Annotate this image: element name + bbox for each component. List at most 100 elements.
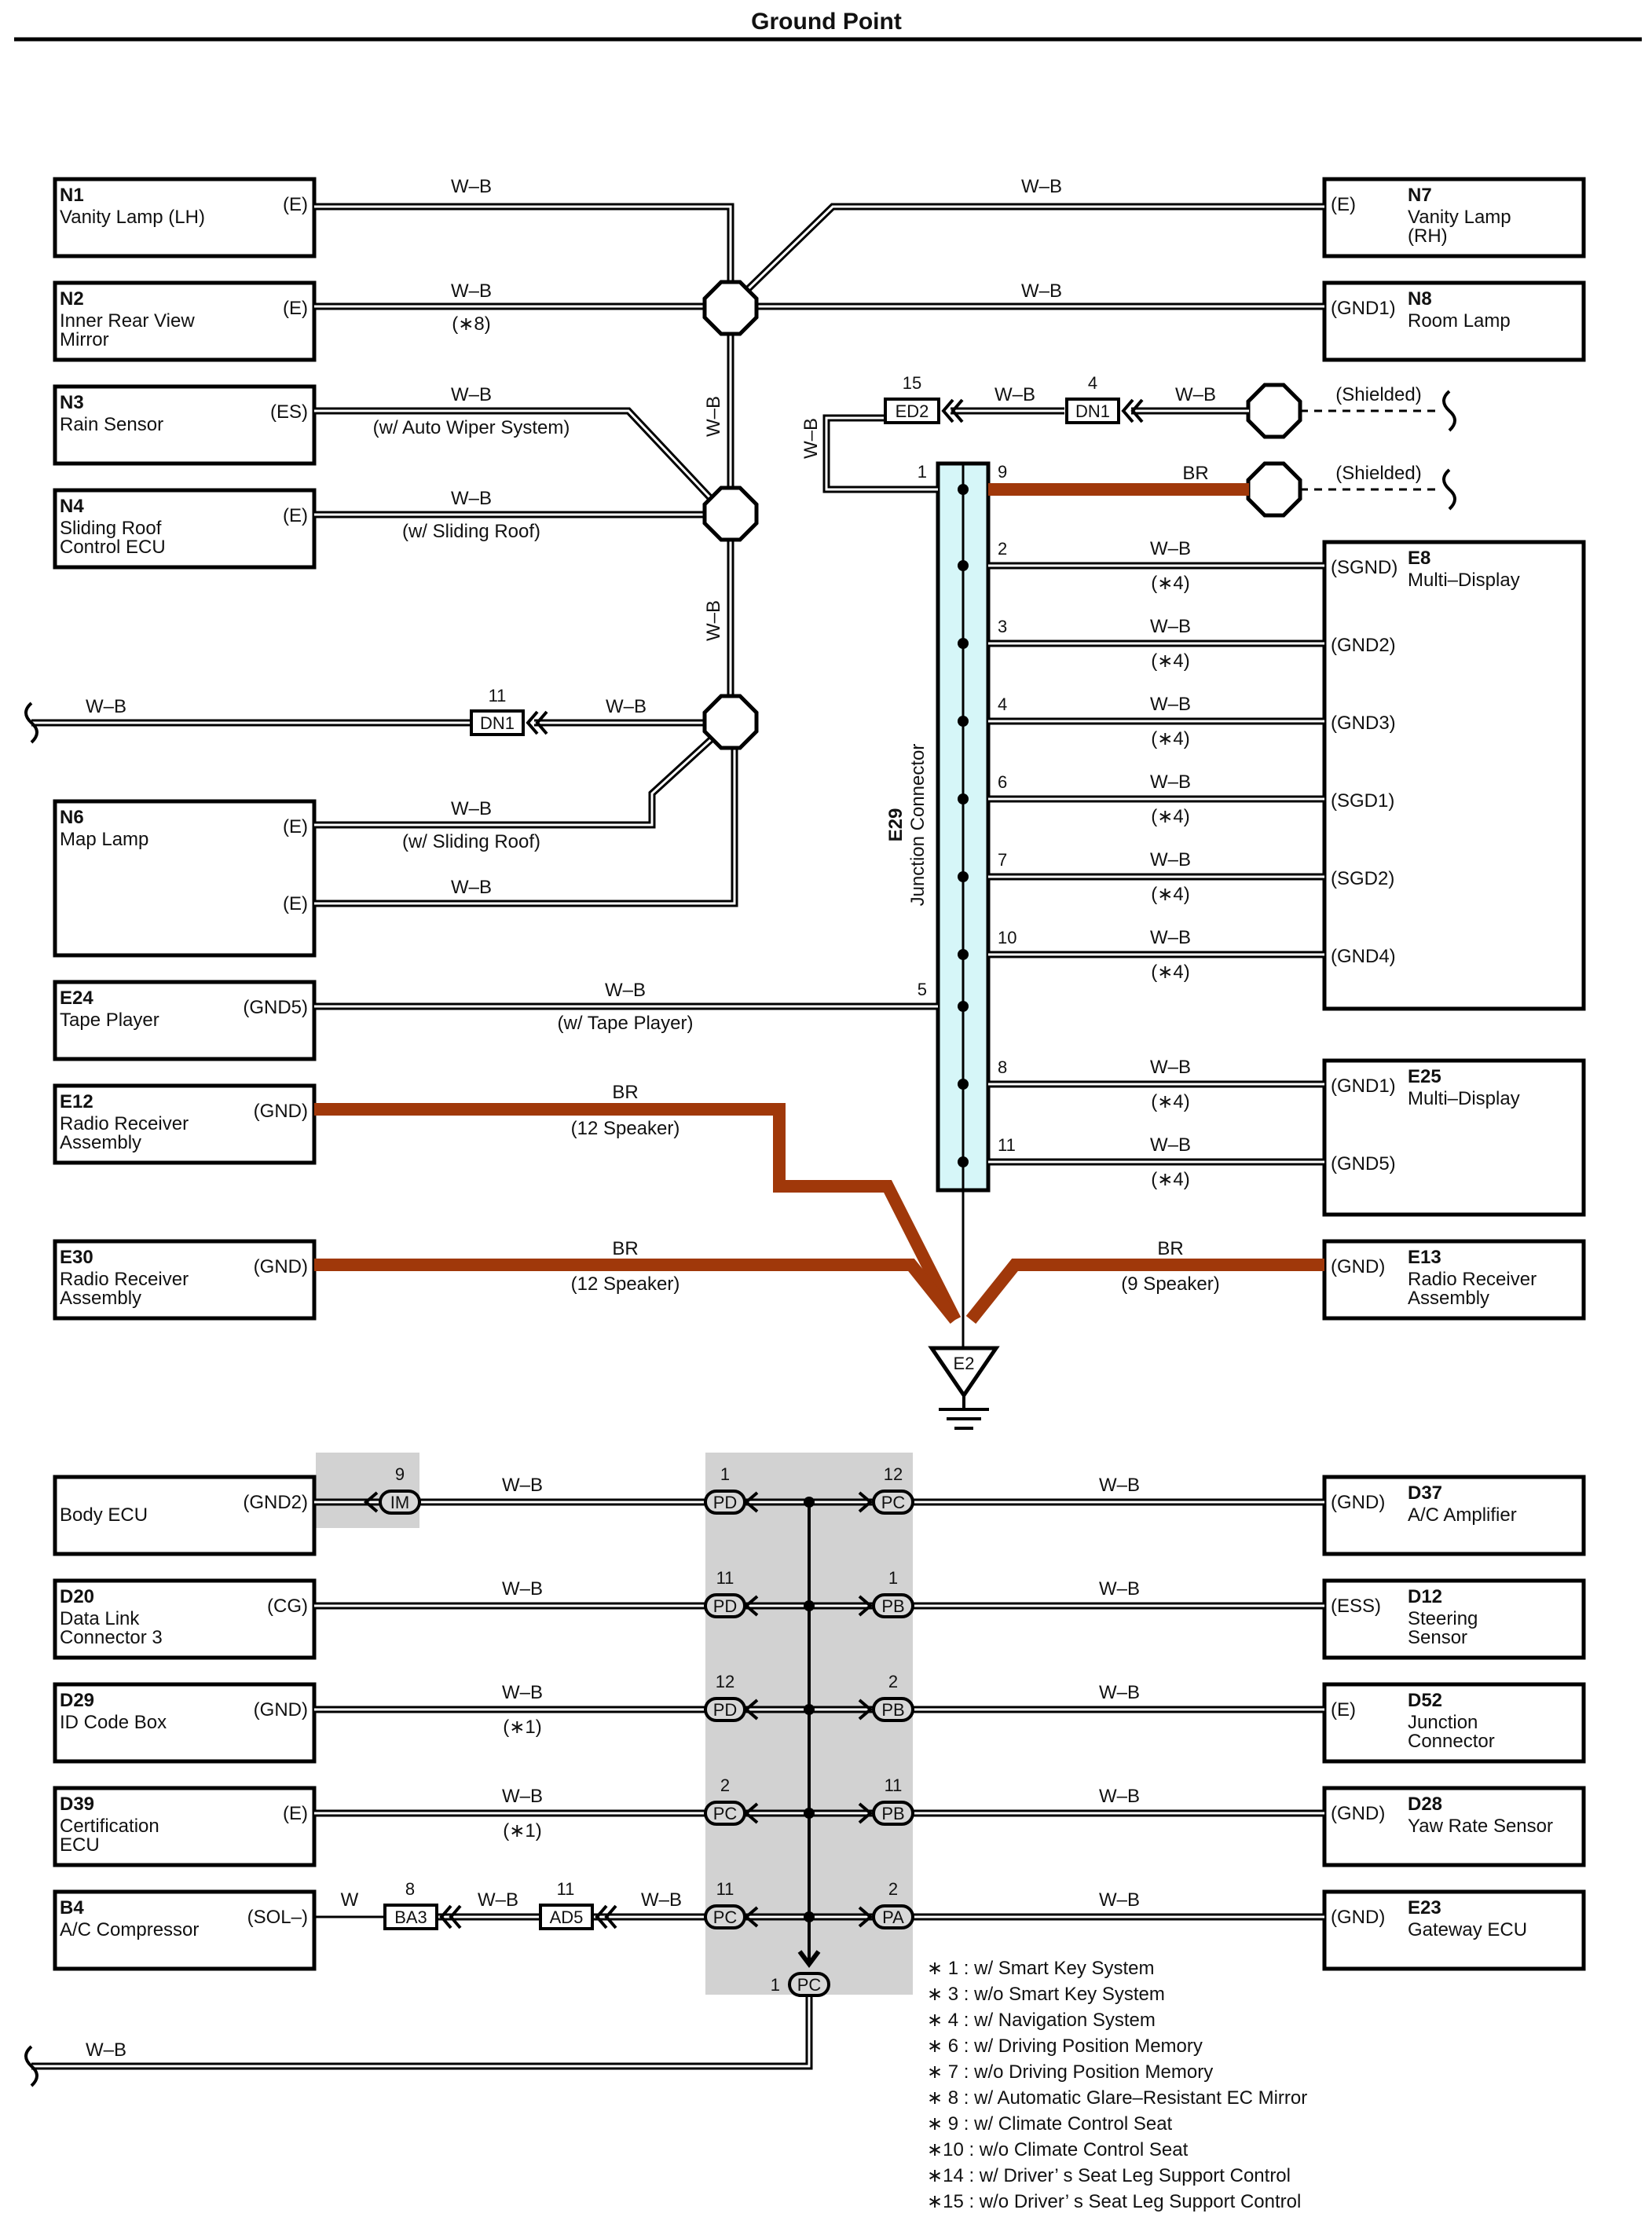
component-D37[interactable]: (GND) D37 A/C Amplifier: [1322, 1475, 1586, 1556]
svg-text:E24: E24: [60, 988, 93, 1009]
svg-text:W–B: W–B: [1099, 1578, 1140, 1600]
svg-text:(E): (E): [1331, 194, 1356, 215]
svg-text:9: 9: [998, 462, 1007, 482]
svg-text:2: 2: [998, 539, 1007, 559]
svg-text:W–B: W–B: [502, 1786, 543, 1807]
svg-text:W–B: W–B: [502, 1475, 543, 1496]
splice-node-1: [702, 280, 759, 336]
svg-text:9: 9: [395, 1464, 405, 1484]
svg-text:∗ 9 : w/ Climate Control Seat: ∗ 9 : w/ Climate Control Seat: [927, 2113, 1173, 2135]
svg-text:PD: PD: [713, 1493, 738, 1512]
svg-text:(∗4): (∗4): [1151, 806, 1189, 827]
svg-text:E12: E12: [60, 1091, 93, 1112]
svg-text:W–B: W–B: [1150, 1134, 1191, 1156]
component-B4[interactable]: B4 A/C Compressor (SOL–): [53, 1889, 317, 1971]
diagram-title: Ground Point: [751, 9, 902, 35]
svg-text:6: 6: [998, 772, 1007, 792]
svg-text:(GND5): (GND5): [243, 997, 308, 1018]
svg-text:8: 8: [405, 1879, 415, 1899]
svg-text:(GND): (GND): [1331, 1492, 1385, 1513]
component-body-ecu[interactable]: Body ECU (GND2): [53, 1475, 317, 1556]
junction-labels: 1 9 2 3 4 6 7 10 5 8 11 W–B (∗4) W–B (∗4…: [558, 384, 1422, 1190]
svg-text:Junction: Junction: [1408, 1712, 1478, 1733]
component-D12[interactable]: (ESS) D12 Steering Sensor: [1322, 1578, 1586, 1660]
svg-text:Mirror: Mirror: [60, 329, 109, 350]
svg-text:N2: N2: [60, 288, 84, 310]
svg-text:(∗8): (∗8): [452, 313, 490, 335]
svg-text:(12 Speaker): (12 Speaker): [571, 1118, 680, 1139]
svg-text:(ESS): (ESS): [1331, 1596, 1381, 1617]
svg-text:W–B: W–B: [502, 1682, 543, 1703]
junction-connector-e29[interactable]: E29 Junction Connector: [885, 461, 991, 1347]
svg-text:D52: D52: [1408, 1690, 1442, 1711]
svg-text:(GND1): (GND1): [1331, 298, 1396, 319]
component-D29[interactable]: D29 ID Code Box (GND): [53, 1682, 317, 1764]
svg-text:(GND2): (GND2): [1331, 635, 1396, 656]
bottom-wires: [24, 1498, 1324, 2087]
svg-text:W–B: W–B: [641, 1889, 682, 1911]
svg-text:ECU: ECU: [60, 1834, 100, 1856]
component-N7[interactable]: (E) N7 Vanity Lamp (RH): [1322, 177, 1586, 258]
svg-text:W–B: W–B: [86, 2039, 126, 2061]
svg-text:∗ 1 : w/ Smart Key System: ∗ 1 : w/ Smart Key System: [927, 1958, 1155, 1979]
component-N2[interactable]: N2 Inner Rear View Mirror (E): [53, 280, 317, 362]
svg-text:12: 12: [884, 1464, 903, 1484]
component-D20[interactable]: D20 Data Link Connector 3 (CG): [53, 1578, 317, 1660]
component-E8[interactable]: E8 Multi–Display (SGND) (GND2) (GND3) (S…: [1322, 540, 1586, 1011]
svg-text:∗ 3 : w/o Smart Key System: ∗ 3 : w/o Smart Key System: [927, 1984, 1165, 2005]
svg-text:∗15 : w/o Driver’ s Seat Leg S: ∗15 : w/o Driver’ s Seat Leg Support Con…: [927, 2191, 1301, 2212]
component-E13[interactable]: (GND) E13 Radio Receiver Assembly: [1322, 1239, 1586, 1321]
svg-text:IM: IM: [390, 1493, 409, 1512]
svg-text:D12: D12: [1408, 1586, 1442, 1607]
svg-text:W–B: W–B: [1150, 849, 1191, 870]
svg-text:W–B: W–B: [1150, 927, 1191, 948]
svg-text:E23: E23: [1408, 1897, 1441, 1918]
svg-text:1: 1: [888, 1568, 898, 1588]
svg-text:4: 4: [998, 694, 1007, 714]
component-E23[interactable]: (GND) E23 Gateway ECU: [1322, 1889, 1586, 1971]
svg-text:(GND): (GND): [1331, 1803, 1385, 1824]
svg-text:Certification: Certification: [60, 1816, 159, 1837]
component-N4[interactable]: N4 Sliding Roof Control ECU (E): [53, 488, 317, 570]
svg-text:Radio Receiver: Radio Receiver: [1408, 1269, 1537, 1290]
svg-text:Vanity Lamp: Vanity Lamp: [1408, 207, 1511, 228]
component-E30[interactable]: E30 Radio Receiver Assembly (GND): [53, 1239, 317, 1321]
svg-text:(w/ Auto Wiper System): (w/ Auto Wiper System): [373, 417, 570, 438]
svg-text:(SGD2): (SGD2): [1331, 868, 1394, 889]
component-N1[interactable]: N1 Vanity Lamp (LH) (E): [53, 177, 317, 258]
component-D52[interactable]: (E) D52 Junction Connector: [1322, 1682, 1586, 1764]
svg-text:W–B: W–B: [1021, 280, 1062, 302]
svg-text:W–B: W–B: [800, 418, 822, 459]
svg-text:BR: BR: [612, 1082, 638, 1103]
component-D28[interactable]: (GND) D28 Yaw Rate Sensor: [1322, 1786, 1586, 1867]
component-N3[interactable]: N3 Rain Sensor (ES): [53, 384, 317, 466]
connector-dn1-top: 4 DN1: [1065, 373, 1144, 424]
svg-text:∗ 6 : w/ Driving Position Memo: ∗ 6 : w/ Driving Position Memory: [927, 2036, 1203, 2057]
svg-text:(9 Speaker): (9 Speaker): [1121, 1273, 1219, 1295]
svg-text:Sliding Roof: Sliding Roof: [60, 518, 162, 539]
svg-text:1: 1: [918, 462, 927, 482]
e29-right-wires: [314, 390, 1456, 1166]
component-E24[interactable]: E24 Tape Player (GND5): [53, 980, 317, 1061]
component-N6[interactable]: N6 Map Lamp (E) (E): [53, 799, 317, 958]
br-wires: [314, 483, 1324, 1324]
svg-text:Assembly: Assembly: [60, 1132, 141, 1153]
svg-text:(GND): (GND): [254, 1101, 308, 1122]
svg-text:Multi–Display: Multi–Display: [1408, 1088, 1520, 1109]
component-E25[interactable]: E25 Multi–Display (GND1) (GND5): [1322, 1058, 1586, 1217]
splice-nodes-top: [702, 280, 1302, 750]
svg-text:(E): (E): [283, 505, 308, 526]
footnotes: ∗ 1 : w/ Smart Key System ∗ 3 : w/o Smar…: [927, 1958, 1307, 2212]
component-D39[interactable]: D39 Certification ECU (E): [53, 1786, 317, 1867]
svg-text:(∗4): (∗4): [1151, 1091, 1189, 1112]
svg-text:(E): (E): [283, 893, 308, 914]
component-N8[interactable]: (GND1) N8 Room Lamp: [1322, 280, 1586, 362]
svg-text:PD: PD: [713, 1700, 738, 1720]
svg-text:Tape Player: Tape Player: [60, 1010, 159, 1031]
svg-text:W–B: W–B: [451, 176, 492, 197]
splice-node-shield-2: [1246, 461, 1302, 518]
svg-text:W–B: W–B: [1099, 1682, 1140, 1703]
svg-text:A/C Compressor: A/C Compressor: [60, 1919, 199, 1940]
svg-text:Body ECU: Body ECU: [60, 1504, 148, 1526]
component-E12[interactable]: E12 Radio Receiver Assembly (GND): [53, 1083, 317, 1165]
